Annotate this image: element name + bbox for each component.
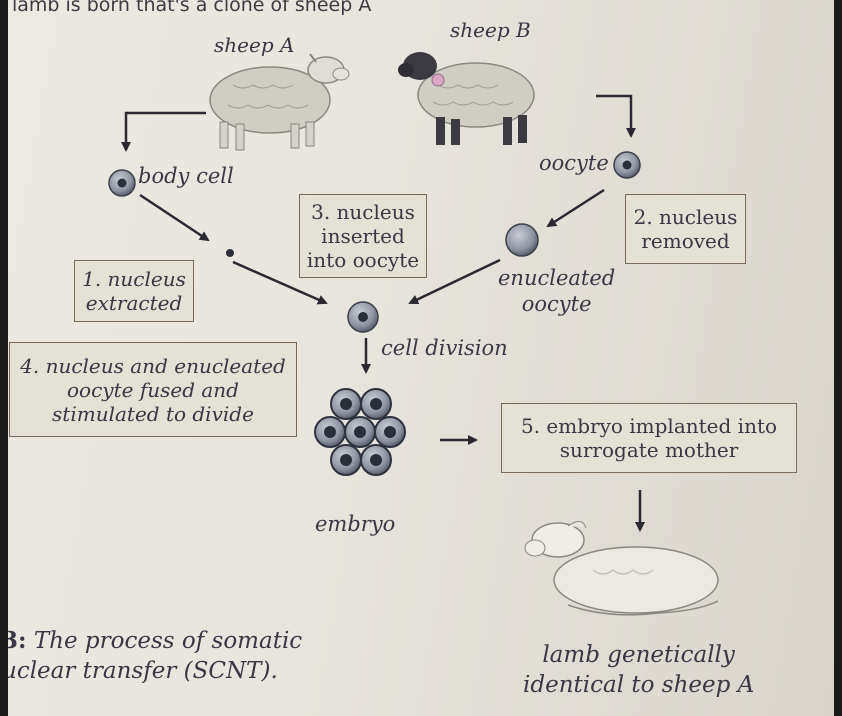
step-3-line3: into oocyte (306, 248, 420, 272)
body-cell-label: body cell (138, 164, 234, 188)
enucleated-line2: oocyte (521, 292, 592, 316)
arrow-sheep-a-to-body-cell (121, 111, 206, 152)
sheep-a-image (209, 53, 350, 151)
body-cell (108, 169, 136, 197)
embryo-cluster (314, 388, 406, 476)
sheep-b-label: sheep B (450, 18, 531, 42)
lamb-label-line2: identical to sheep A (523, 672, 755, 698)
textbook-page: lamb is born that's a clone of sheep A (8, 0, 834, 716)
step-2-line1: 2. nucleus (633, 205, 738, 229)
lamb-label-line1: lamb genetically (542, 642, 735, 668)
arrow-sheep-b-to-oocyte (596, 94, 636, 138)
arrow-body-cell-to-nucleus (139, 193, 210, 242)
step-5-line2: surrogate mother (559, 438, 739, 462)
step-3-box: 3. nucleus inserted into oocyte (299, 194, 427, 278)
scnt-diagram (108, 52, 719, 616)
step-1-box: 1. nucleus extracted (74, 260, 194, 322)
arrow-nucleus-to-fused-cell (232, 260, 328, 305)
step-4-line1: 4. nucleus and enucleated (20, 353, 286, 378)
step-4-box: 4. nucleus and enucleated oocyte fused a… (9, 342, 297, 437)
arrows (121, 94, 645, 532)
step-3-line2: inserted (321, 224, 405, 248)
arrow-oocyte-to-enucleated (546, 188, 605, 228)
sheep-b-image (398, 52, 535, 145)
caption-line1: The process of somatic (33, 628, 303, 654)
embryo-label: embryo (315, 512, 396, 536)
oocyte-cell (613, 151, 641, 179)
step-1-line2: extracted (85, 291, 183, 315)
lamb-label: lamb genetically identical to sheep A (523, 640, 754, 700)
caption-number: 3: (8, 627, 27, 654)
fused-cell (347, 301, 379, 333)
enucleated-oocyte-label: enucleated oocyte (498, 265, 615, 317)
enucleated-line1: enucleated (498, 266, 616, 290)
sheep-a-label: sheep A (214, 33, 295, 57)
step-5-line1: 5. embryo implanted into (520, 414, 778, 438)
header-text: lamb is born that's a clone of sheep A (12, 0, 372, 16)
cell-division-label: cell division (381, 336, 508, 360)
extracted-nucleus (226, 249, 234, 257)
step-4-line3: stimulated to divide (52, 401, 254, 426)
step-2-line2: removed (641, 229, 730, 253)
lamb-image (524, 521, 719, 616)
step-4-line2: oocyte fused and (67, 377, 239, 402)
figure-caption: 3: The process of somatic uclear transfe… (8, 626, 302, 686)
step-2-box: 2. nucleus removed (625, 194, 746, 264)
enucleated-oocyte-cell (505, 223, 539, 257)
step-5-box: 5. embryo implanted into surrogate mothe… (501, 403, 797, 473)
step-3-line1: 3. nucleus (311, 200, 415, 224)
oocyte-label: oocyte (539, 151, 609, 175)
arrow-enucleated-to-fused-cell (408, 258, 501, 305)
caption-line2: uclear transfer (SCNT). (8, 658, 278, 684)
step-1-line1: 1. nucleus (82, 267, 186, 291)
